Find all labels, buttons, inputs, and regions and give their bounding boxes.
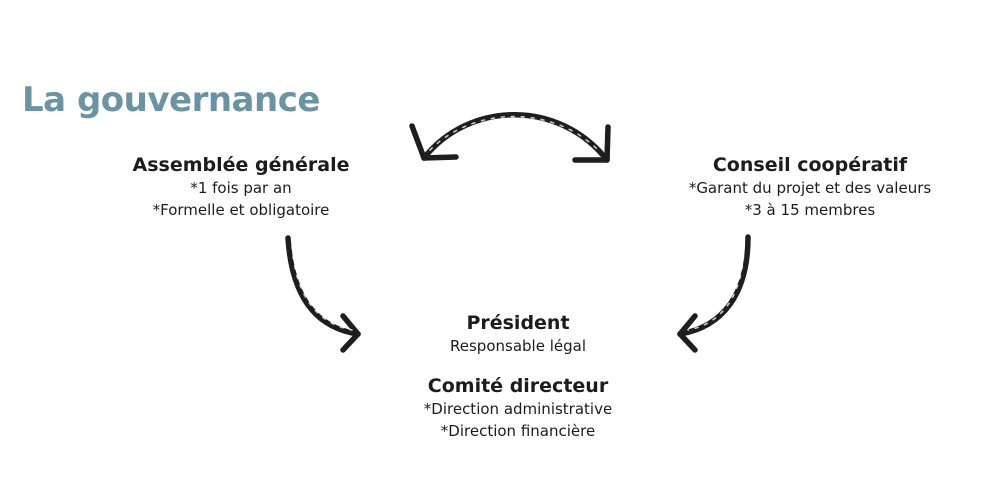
assemblee-line-2: *Formelle et obligatoire bbox=[152, 201, 330, 219]
conseil-line-1: *Garant du projet et des valeurs bbox=[688, 179, 932, 197]
conseil-cooperatif-block: Conseil coopératif *Garant du projet et … bbox=[650, 153, 970, 221]
comite-heading: Comité directeur bbox=[427, 375, 609, 397]
comite-line-1: *Direction administrative bbox=[423, 400, 613, 418]
assemblee-generale-block: Assemblée générale *1 fois par an *Forme… bbox=[106, 153, 376, 221]
president-block: Président Responsable légal bbox=[380, 311, 656, 357]
double-headed-curved-arrow-icon bbox=[409, 112, 611, 163]
curved-arrow-icon-right bbox=[677, 234, 751, 353]
conseil-heading: Conseil coopératif bbox=[712, 154, 908, 176]
page-title: La gouvernance bbox=[22, 80, 320, 120]
assemblee-line-1: *1 fois par an bbox=[190, 179, 292, 197]
comite-directeur-block: Comité directeur *Direction administrati… bbox=[380, 374, 656, 442]
assemblee-heading: Assemblée générale bbox=[132, 154, 350, 176]
president-heading: Président bbox=[466, 312, 570, 334]
curved-arrow-icon-left bbox=[285, 235, 361, 353]
comite-line-2: *Direction financière bbox=[440, 422, 596, 440]
conseil-line-2: *3 à 15 membres bbox=[744, 201, 876, 219]
president-line-1: Responsable légal bbox=[450, 337, 586, 355]
